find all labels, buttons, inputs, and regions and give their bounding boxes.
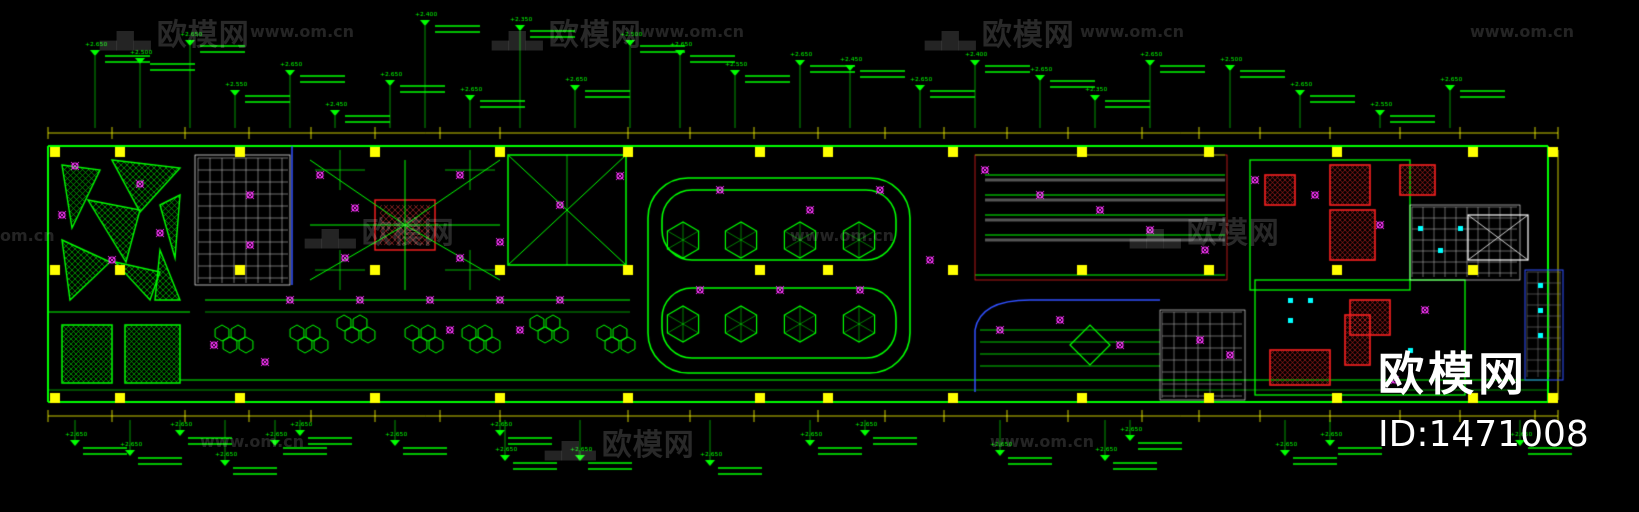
brand-logo: 欧模网 [1378,347,1528,401]
model-id: ID:1471008 [1378,414,1589,455]
